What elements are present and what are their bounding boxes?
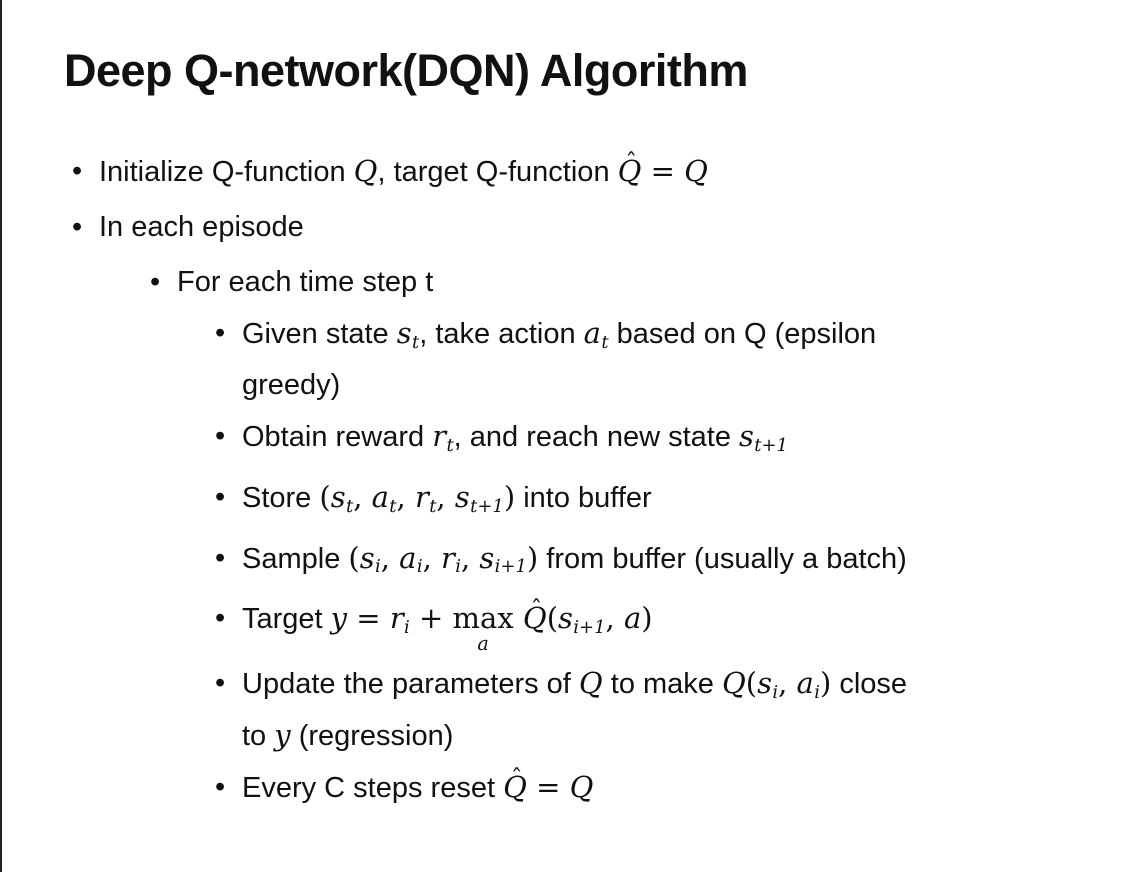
bullet-marker: • xyxy=(72,211,83,243)
bullet-marker: • xyxy=(215,541,226,574)
bullet-text: Given state st, take action at based on … xyxy=(242,316,877,401)
bullet-list: • Initialize Q-function Q, target Q-func… xyxy=(2,147,1124,809)
bullet-marker: • xyxy=(215,602,226,635)
bullet-item: • Initialize Q-function Q, target Q-func… xyxy=(2,147,1124,193)
bullet-text: Initialize Q-function Q, target Q-functi… xyxy=(99,147,708,189)
bullet-marker: • xyxy=(215,317,226,349)
bullet-text: Obtain reward rt, and reach new state st… xyxy=(242,418,788,456)
bullet-item: • Store (st, at, rt, st+1) into buffer xyxy=(2,476,1124,528)
bullet-text: For each time step t xyxy=(177,266,434,298)
page-title: Deep Q-network(DQN) Algorithm xyxy=(64,45,748,96)
bullet-text: Sample (si, ai, ri, si+1) from buffer (u… xyxy=(242,540,907,578)
bullet-marker: • xyxy=(215,480,226,513)
bullet-item: • Given state st, take action at based o… xyxy=(2,312,1124,406)
bullet-text: Update the parameters of Q to make Q(si,… xyxy=(242,666,908,753)
bullet-marker: • xyxy=(215,419,226,452)
bullet-item: • Obtain reward rt, and reach new state … xyxy=(2,415,1124,467)
bullet-item: • In each episode xyxy=(2,206,1124,248)
bullet-marker: • xyxy=(150,266,161,298)
bullet-text: In each episode xyxy=(99,211,304,243)
bullet-item: • Sample (si, ai, ri, si+1) from buffer … xyxy=(2,537,1124,589)
bullet-item: • Update the parameters of Q to make Q(s… xyxy=(2,662,1124,757)
bullet-text: Store (st, at, rt, st+1) into buffer xyxy=(242,479,652,517)
bullet-marker: • xyxy=(215,667,226,700)
bullet-marker: • xyxy=(72,155,83,187)
bullet-item: • For each time step t xyxy=(2,261,1124,303)
bullet-marker: • xyxy=(215,771,226,804)
